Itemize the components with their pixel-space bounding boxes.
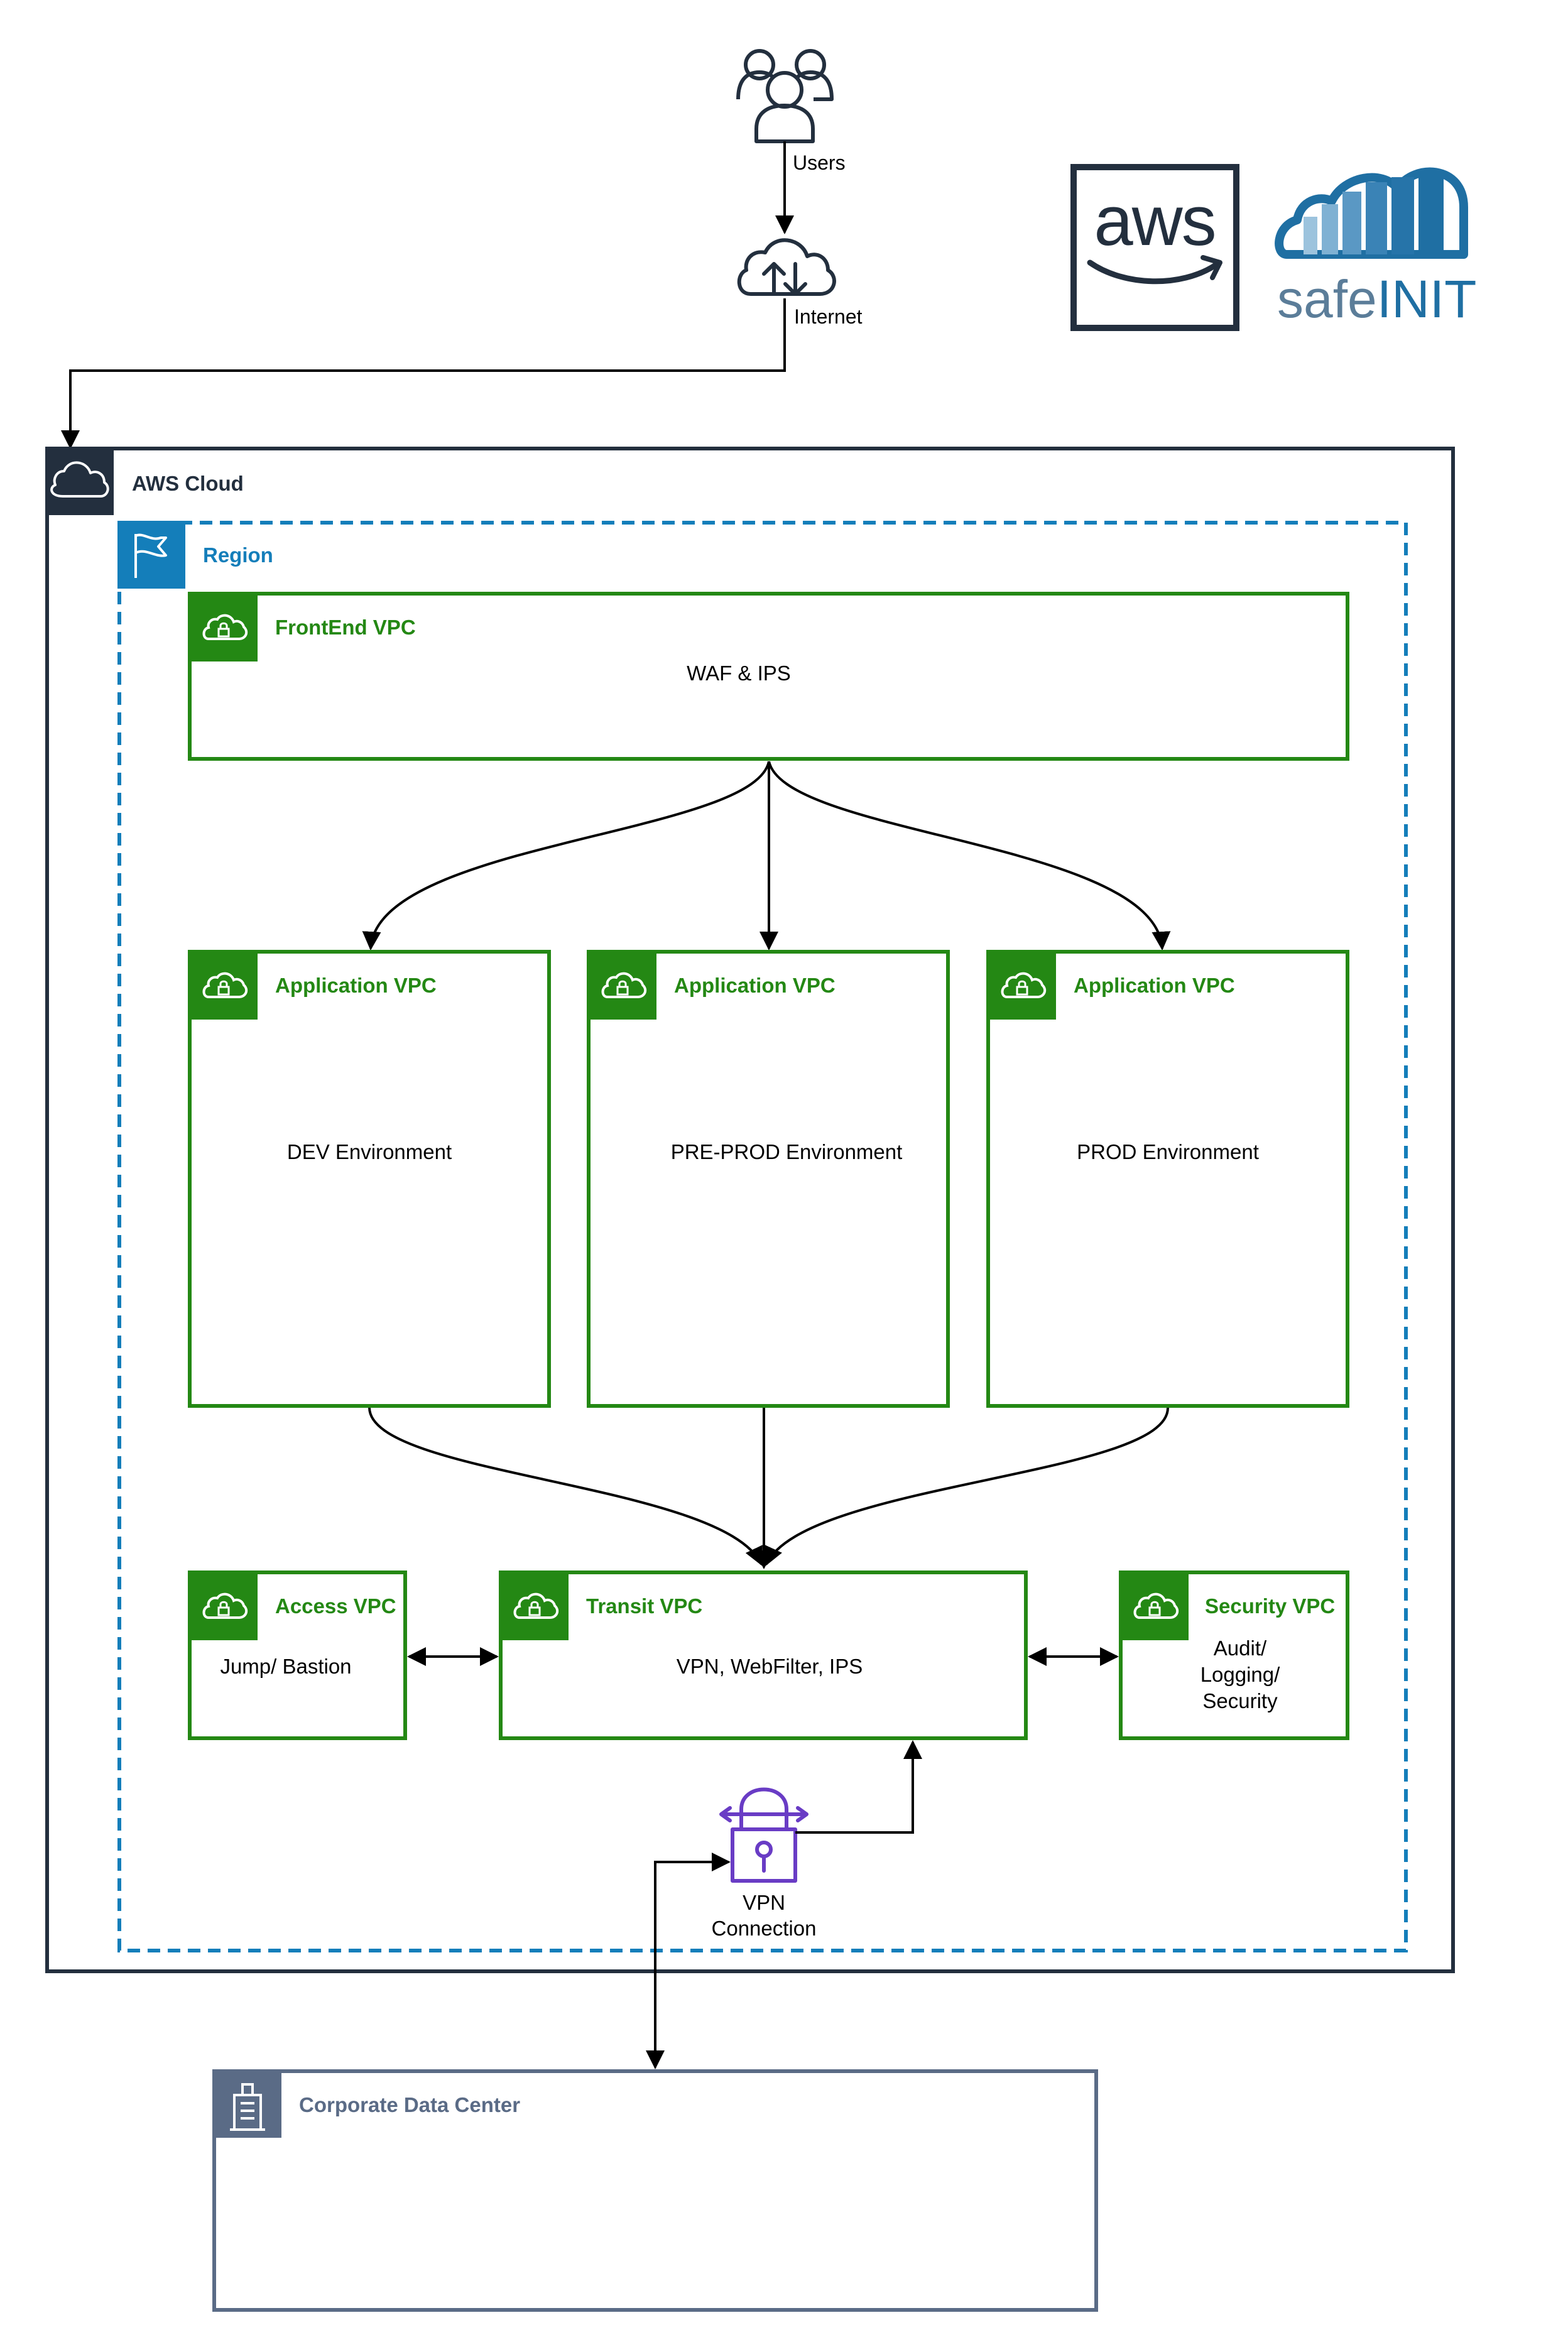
corporate-dc-title: Corporate Data Center xyxy=(299,2093,520,2116)
security-vpc-title: Security VPC xyxy=(1205,1594,1335,1618)
users-node: Users xyxy=(736,49,846,174)
dev-to-transit-connector xyxy=(368,1407,763,1566)
frontend-to-prod-connector xyxy=(768,761,1171,950)
vpc-lock-icon xyxy=(589,952,656,1020)
safeinit-cloud-icon xyxy=(1275,167,1468,259)
safeinit-logo: safeINIT xyxy=(1275,167,1476,329)
region-group: Region xyxy=(117,521,1408,1952)
frontend-to-dev-connector xyxy=(362,761,770,950)
access-vpc: Access VPC Jump/ Bastion xyxy=(188,1571,407,1740)
vpn-to-transit-connector xyxy=(795,1740,922,1834)
vpc-lock-icon xyxy=(988,952,1056,1020)
app-vpc-preprod: Application VPC PRE-PROD Environment xyxy=(587,950,950,1408)
transit-vpc-title: Transit VPC xyxy=(586,1594,702,1618)
vpc-lock-icon xyxy=(190,594,258,661)
app-vpc-dev: Application VPC DEV Environment xyxy=(188,950,551,1408)
region-label: Region xyxy=(203,543,273,567)
security-vpc: Security VPC Audit/ Logging/ Security xyxy=(1119,1571,1349,1740)
aws-cloud-label: AWS Cloud xyxy=(132,472,244,495)
aws-smile-icon xyxy=(1087,259,1219,285)
app-vpc-dev-content: DEV Environment xyxy=(287,1140,452,1163)
aws-logo-text: aws xyxy=(1094,182,1215,260)
app-vpc-prod-content: PROD Environment xyxy=(1077,1140,1259,1163)
vpc-lock-icon xyxy=(501,1572,569,1640)
flag-icon xyxy=(117,521,185,589)
access-vpc-title: Access VPC xyxy=(275,1594,396,1618)
cloud-icon xyxy=(47,449,114,515)
internet-to-aws-cloud-connector xyxy=(61,298,786,449)
users-icon xyxy=(736,49,834,143)
safeinit-logo-text: safeINIT xyxy=(1277,269,1476,329)
frontend-vpc: FrontEnd VPC WAF & IPS xyxy=(188,592,1349,761)
app-vpc-preprod-content: PRE-PROD Environment xyxy=(671,1140,903,1163)
aws-cloud-group: AWS Cloud xyxy=(45,447,1455,1973)
app-vpc-prod: Application VPC PROD Environment xyxy=(986,950,1349,1408)
corporate-data-center: Corporate Data Center xyxy=(212,2069,1098,2312)
transit-vpc: Transit VPC VPN, WebFilter, IPS xyxy=(499,1571,1028,1740)
prod-to-transit-connector xyxy=(765,1407,1170,1566)
security-vpc-content-line-1: Audit/ xyxy=(1214,1636,1267,1660)
frontend-vpc-title: FrontEnd VPC xyxy=(275,616,416,639)
vpn-label-line-1: VPN xyxy=(743,1891,785,1914)
vpc-lock-icon xyxy=(190,1572,258,1640)
vpn-label-line-2: Connection xyxy=(712,1917,817,1940)
vpn-connection-icon xyxy=(719,1787,808,1883)
internet-node: Internet xyxy=(737,238,863,328)
aws-logo: aws xyxy=(1070,164,1239,331)
frontend-vpc-content: WAF & IPS xyxy=(687,661,791,685)
vpn-connection-node: VPN Connection xyxy=(712,1787,817,1940)
users-label: Users xyxy=(793,151,846,174)
access-vpc-content: Jump/ Bastion xyxy=(220,1655,351,1678)
security-vpc-content-line-3: Security xyxy=(1202,1689,1278,1712)
app-vpc-dev-title: Application VPC xyxy=(275,974,437,997)
cloud-upload-download-icon xyxy=(737,238,836,296)
corporate-to-vpn-connector xyxy=(646,1853,731,2069)
security-vpc-content-line-2: Logging/ xyxy=(1200,1663,1280,1686)
vpc-lock-icon xyxy=(1121,1572,1189,1640)
vpc-lock-icon xyxy=(190,952,258,1020)
internet-label: Internet xyxy=(794,305,863,328)
app-vpc-preprod-title: Application VPC xyxy=(674,974,836,997)
app-vpc-prod-title: Application VPC xyxy=(1074,974,1235,997)
transit-vpc-content: VPN, WebFilter, IPS xyxy=(677,1655,863,1678)
